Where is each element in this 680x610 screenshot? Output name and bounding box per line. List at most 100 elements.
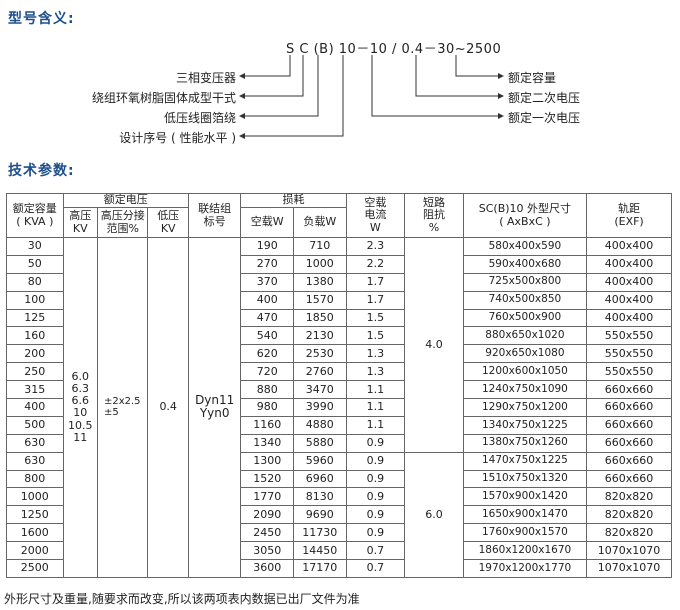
cell-dimensions: 1200x600x1050	[462, 362, 588, 382]
cell-track: 400x400	[586, 308, 672, 328]
header-noload-current: 空载 电流 W	[345, 193, 406, 238]
cell-capacity: 250	[6, 362, 64, 382]
cell-noload-loss: 620	[240, 344, 294, 364]
cell-hv-range: 6.0 6.3 6.6 10 10.5 11	[62, 237, 98, 578]
label-foil-winding: 低压线圈箔绕	[163, 111, 236, 125]
header-dimensions: SC(B)10 外型尺寸 ( AxBxC )	[462, 193, 588, 238]
cell-dimensions: 1570x900x1420	[462, 487, 588, 507]
cell-impedance: 4.0	[404, 237, 464, 453]
header-capacity: 额定容量 ( KVA )	[6, 193, 64, 238]
cell-noload-loss: 370	[240, 272, 294, 292]
cell-dimensions: 1380x750x1260	[462, 433, 588, 453]
cell-track: 820x820	[586, 505, 672, 525]
cell-capacity: 100	[6, 290, 64, 310]
cell-capacity: 630	[6, 451, 64, 471]
cell-track: 660x660	[586, 469, 672, 489]
cell-load-loss: 5880	[293, 433, 347, 453]
label-rated-primary-voltage: 额定一次电压	[508, 111, 581, 125]
cell-dimensions: 1510x750x1320	[462, 469, 588, 489]
cell-load-loss: 9690	[293, 505, 347, 525]
label-three-phase: 三相变压器	[175, 71, 236, 85]
cell-capacity: 1000	[6, 487, 64, 507]
cell-load-loss: 6960	[293, 469, 347, 489]
header-load-loss: 负载W	[293, 207, 347, 238]
cell-capacity: 50	[6, 254, 64, 274]
cell-load-loss: 2530	[293, 344, 347, 364]
cell-capacity: 315	[6, 380, 64, 400]
cell-capacity: 125	[6, 308, 64, 328]
cell-dimensions: 1650x900x1470	[462, 505, 588, 525]
header-loss: 损耗	[240, 193, 347, 208]
cell-noload-current: 1.7	[345, 272, 406, 292]
model-meaning-heading: 型号含义:	[8, 11, 75, 27]
header-noload-loss: 空载W	[240, 207, 294, 238]
cell-track: 660x660	[586, 398, 672, 417]
cell-load-loss: 1570	[293, 290, 347, 310]
spec-table: 额定容量 ( KVA ) 额定电压 联结组 标号 损耗 空载 电流 W 短路 阻…	[6, 193, 672, 578]
cell-capacity: 2000	[6, 541, 64, 561]
cell-noload-loss: 470	[240, 308, 294, 328]
cell-capacity: 80	[6, 272, 64, 292]
cell-noload-loss: 1160	[240, 415, 294, 435]
cell-noload-current: 1.1	[345, 398, 406, 417]
cell-capacity: 800	[6, 469, 64, 489]
cell-dimensions: 760x500x900	[462, 308, 588, 328]
cell-track: 400x400	[586, 237, 672, 256]
cell-noload-current: 1.5	[345, 326, 406, 346]
cell-capacity: 2500	[6, 559, 64, 578]
cell-dimensions: 580x400x590	[462, 237, 588, 256]
cell-load-loss: 1850	[293, 308, 347, 328]
cell-track: 820x820	[586, 523, 672, 543]
cell-load-loss: 3470	[293, 380, 347, 400]
cell-dimensions: 880x650x1020	[462, 326, 588, 346]
cell-track: 660x660	[586, 380, 672, 400]
cell-load-loss: 2130	[293, 326, 347, 346]
cell-capacity: 630	[6, 433, 64, 453]
cell-tap-range: ±2x2.5 ±5	[96, 237, 149, 578]
cell-load-loss: 4880	[293, 415, 347, 435]
cell-noload-loss: 400	[240, 290, 294, 310]
cell-dimensions: 1970x1200x1770	[462, 559, 588, 578]
cell-track: 400x400	[586, 272, 672, 292]
cell-noload-current: 1.1	[345, 415, 406, 435]
tech-params-heading: 技术参数:	[8, 163, 75, 179]
cell-track: 1070x1070	[586, 541, 672, 561]
cell-noload-loss: 540	[240, 326, 294, 346]
cell-noload-current: 1.1	[345, 380, 406, 400]
label-rated-secondary-voltage: 额定二次电压	[508, 91, 581, 105]
cell-noload-current: 1.5	[345, 308, 406, 328]
cell-noload-loss: 2090	[240, 505, 294, 525]
cell-track: 550x550	[586, 344, 672, 364]
cell-load-loss: 17170	[293, 559, 347, 578]
header-vector-group: 联结组 标号	[187, 193, 242, 238]
cell-capacity: 1250	[6, 505, 64, 525]
cell-load-loss: 3990	[293, 398, 347, 417]
label-epoxy-dry: 绕组环氧树脂固体成型干式	[91, 91, 236, 105]
cell-dimensions: 725x500x800	[462, 272, 588, 292]
cell-track: 660x660	[586, 433, 672, 453]
cell-noload-current: 2.2	[345, 254, 406, 274]
cell-dimensions: 1290x750x1200	[462, 398, 588, 417]
cell-noload-current: 0.9	[345, 523, 406, 543]
cell-load-loss: 14450	[293, 541, 347, 561]
cell-noload-current: 0.7	[345, 541, 406, 561]
cell-impedance: 6.0	[404, 451, 464, 578]
cell-load-loss: 1000	[293, 254, 347, 274]
cell-noload-current: 0.9	[345, 505, 406, 525]
cell-noload-loss: 980	[240, 398, 294, 417]
cell-load-loss: 710	[293, 237, 347, 256]
cell-noload-current: 2.3	[345, 237, 406, 256]
cell-dimensions: 1760x900x1570	[462, 523, 588, 543]
header-impedance: 短路 阻抗 %	[404, 193, 464, 238]
cell-capacity: 160	[6, 326, 64, 346]
cell-noload-loss: 880	[240, 380, 294, 400]
cell-noload-loss: 3050	[240, 541, 294, 561]
header-rated-voltage: 额定电压	[62, 193, 189, 208]
label-design-serial: 设计序号 ( 性能水平 )	[119, 131, 236, 145]
cell-track: 660x660	[586, 415, 672, 435]
cell-noload-loss: 720	[240, 362, 294, 382]
